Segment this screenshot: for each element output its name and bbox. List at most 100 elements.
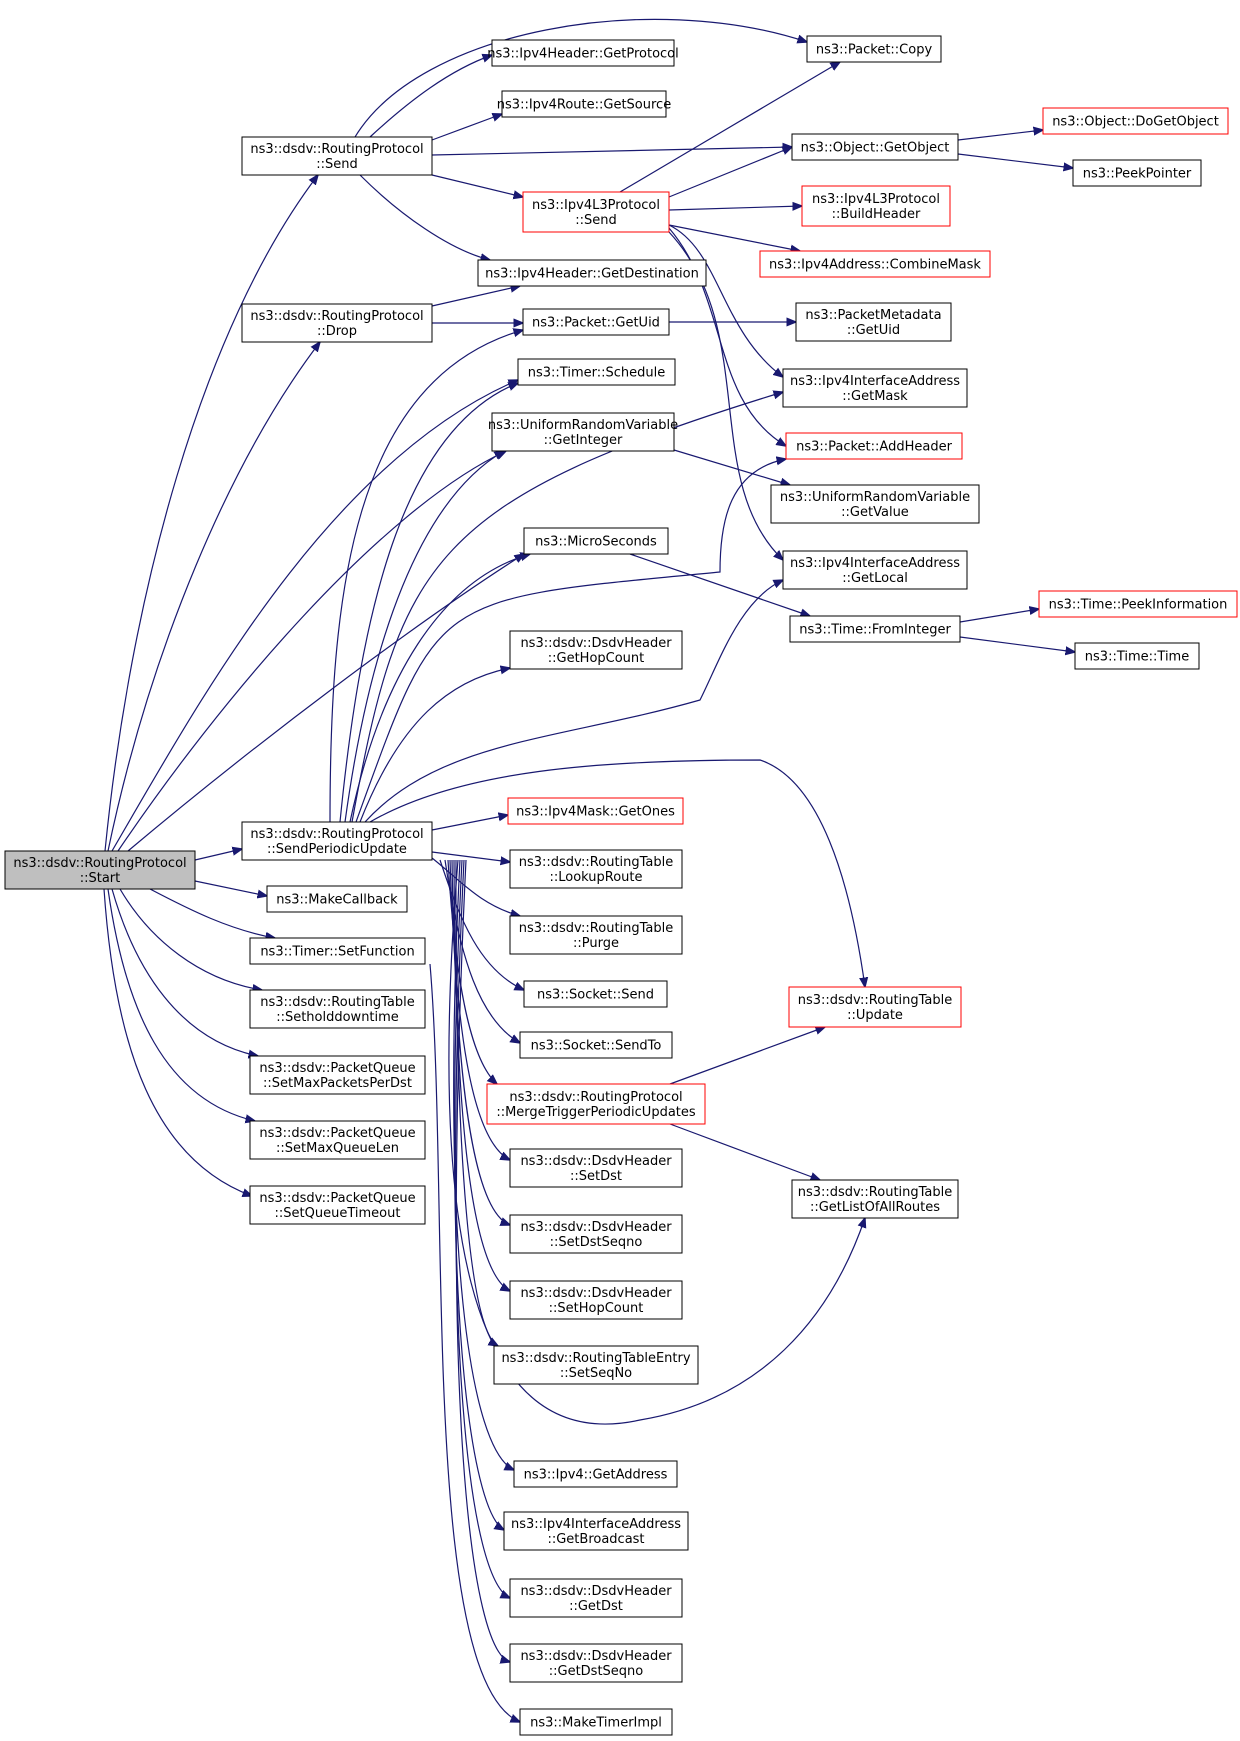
node-ipv4mask-ones[interactable]: ns3::Ipv4Mask::GetOnes <box>507 797 684 825</box>
node-rt-purge[interactable]: ns3::dsdv::RoutingTable::Purge <box>509 915 683 955</box>
node-label: ns3::Ipv4Route::GetSource <box>497 98 671 113</box>
node-box <box>477 259 707 287</box>
node-pkt-addhdr[interactable]: ns3::Packet::AddHeader <box>785 432 963 460</box>
node-rt-update[interactable]: ns3::dsdv::RoutingTable::Update <box>788 986 962 1028</box>
node-box <box>523 527 669 555</box>
edge-rp_spu-to-iia_getbcast <box>453 859 504 1530</box>
node-urv-getint[interactable]: ns3::UniformRandomVariable::GetInteger <box>488 412 678 452</box>
node-label: ns3::Ipv4InterfaceAddress <box>790 556 960 571</box>
node-time-time[interactable]: ns3::Time::Time <box>1074 642 1200 670</box>
node-box <box>509 1214 683 1254</box>
node-pq-qtimeout[interactable]: ns3::dsdv::PacketQueue::SetQueueTimeout <box>249 1185 426 1225</box>
node-label: ::Setholddowntime <box>276 1010 399 1025</box>
node-time-peekinfo[interactable]: ns3::Time::PeekInformation <box>1038 590 1238 618</box>
node-label: ::SetDstSeqno <box>550 1235 643 1250</box>
node-ipv4l3-send[interactable]: ns3::Ipv4L3Protocol::Send <box>522 191 670 233</box>
node-ipv4h-getdst[interactable]: ns3::Ipv4Header::GetDestination <box>477 259 707 287</box>
node-dh-gethop[interactable]: ns3::dsdv::DsdvHeader::GetHopCount <box>509 630 683 670</box>
node-box <box>509 1148 683 1188</box>
node-timer-setfn[interactable]: ns3::Timer::SetFunction <box>249 937 426 965</box>
node-start[interactable]: ns3::dsdv::RoutingProtocol::Start <box>4 850 196 890</box>
node-dh-getdst[interactable]: ns3::dsdv::DsdvHeader::GetDst <box>509 1578 683 1618</box>
edge-ipv4l3_send-to-obj_getobj <box>668 147 792 198</box>
node-box <box>241 136 433 176</box>
edge-ipv4l3_send-to-iia_getmask <box>668 224 783 377</box>
node-makecb[interactable]: ns3::MakeCallback <box>266 885 408 913</box>
node-box <box>789 615 961 643</box>
node-ipv4route-getsrc[interactable]: ns3::Ipv4Route::GetSource <box>497 90 671 118</box>
node-label: ns3::dsdv::RoutingProtocol <box>13 856 186 871</box>
node-label: ::SendPeriodicUpdate <box>267 842 407 857</box>
node-label: ::GetUid <box>847 323 900 338</box>
node-maketimerimpl[interactable]: ns3::MakeTimerImpl <box>519 1708 673 1736</box>
node-dh-sethop[interactable]: ns3::dsdv::DsdvHeader::SetHopCount <box>509 1280 683 1320</box>
node-pm-getuid[interactable]: ns3::PacketMetadata::GetUid <box>795 302 952 342</box>
node-label: ns3::MicroSeconds <box>535 535 657 550</box>
edge-rp_send-to-ipv4l3_send <box>431 174 523 197</box>
node-dh-getdstseq[interactable]: ns3::dsdv::DsdvHeader::GetDstSeqno <box>509 1643 683 1683</box>
node-box <box>241 303 433 343</box>
node-label: ns3::dsdv::DsdvHeader <box>520 1649 672 1664</box>
node-sock-sendto[interactable]: ns3::Socket::SendTo <box>519 1031 673 1059</box>
node-ipv4-getaddr[interactable]: ns3::Ipv4::GetAddress <box>513 1460 678 1488</box>
edge-start-to-urv_getint <box>117 451 506 852</box>
node-ipv4l3-buildhdr[interactable]: ns3::Ipv4L3Protocol::BuildHeader <box>801 185 951 227</box>
node-rt-getall[interactable]: ns3::dsdv::RoutingTable::GetListOfAllRou… <box>791 1179 959 1219</box>
node-iia-getbcast[interactable]: ns3::Ipv4InterfaceAddress::GetBroadcast <box>503 1511 689 1551</box>
node-pq-maxpkts[interactable]: ns3::dsdv::PacketQueue::SetMaxPacketsPer… <box>249 1055 426 1095</box>
node-sock-send[interactable]: ns3::Socket::Send <box>523 980 668 1008</box>
node-label: ns3::dsdv::PacketQueue <box>259 1126 415 1141</box>
edge-rp_spu-to-pkt_getuid <box>329 330 523 823</box>
node-rte-setseq[interactable]: ns3::dsdv::RoutingTableEntry::SetSeqNo <box>493 1345 699 1385</box>
node-iia-getlocal[interactable]: ns3::Ipv4InterfaceAddress::GetLocal <box>782 550 968 590</box>
node-pkt-getuid[interactable]: ns3::Packet::GetUid <box>522 308 670 336</box>
node-ipv4addr-combine[interactable]: ns3::Ipv4Address::CombineMask <box>759 250 991 278</box>
node-label: ns3::dsdv::RoutingProtocol <box>250 309 423 324</box>
node-pq-maxqlen[interactable]: ns3::dsdv::PacketQueue::SetMaxQueueLen <box>249 1120 426 1160</box>
node-box <box>523 980 668 1008</box>
node-peekptr[interactable]: ns3::PeekPointer <box>1072 159 1202 187</box>
node-ipv4h-getproto[interactable]: ns3::Ipv4Header::GetProtocol <box>487 39 679 67</box>
edge-ipv4l3_send-to-ipv4l3_buildhdr <box>668 206 802 210</box>
node-box <box>509 1643 683 1683</box>
node-box <box>788 986 962 1028</box>
node-rt-lookup[interactable]: ns3::dsdv::RoutingTable::LookupRoute <box>509 849 683 889</box>
node-box <box>785 432 963 460</box>
node-box <box>782 550 968 590</box>
node-rp-spu[interactable]: ns3::dsdv::RoutingProtocol::SendPeriodic… <box>241 821 433 861</box>
edge-rp_spu-to-rp_merge <box>447 859 497 1084</box>
node-label: ns3::dsdv::DsdvHeader <box>520 1286 672 1301</box>
edge-rp_merge-to-rt_update <box>669 1027 825 1085</box>
node-obj-dogetobj[interactable]: ns3::Object::DoGetObject <box>1042 107 1229 135</box>
node-label: ::MergeTriggerPeriodicUpdates <box>496 1105 696 1120</box>
edge-rp_spu-to-dh_getdst <box>454 859 510 1598</box>
edge-start-to-rt_sethold <box>119 888 262 990</box>
node-rp-drop[interactable]: ns3::dsdv::RoutingProtocol::Drop <box>241 303 433 343</box>
node-timer-sched[interactable]: ns3::Timer::Schedule <box>517 358 676 386</box>
node-box <box>249 1185 426 1225</box>
node-label: ::LookupRoute <box>549 870 642 885</box>
edge-ipv4l3_send-to-ipv4addr_combine <box>668 224 800 251</box>
node-rp-merge[interactable]: ns3::dsdv::RoutingProtocol::MergeTrigger… <box>486 1083 706 1125</box>
node-iia-getmask[interactable]: ns3::Ipv4InterfaceAddress::GetMask <box>782 368 968 408</box>
node-urv-getval[interactable]: ns3::UniformRandomVariable::GetValue <box>770 484 980 524</box>
edge-rp_spu-to-dh_gethop <box>359 668 510 823</box>
node-box <box>486 1083 706 1125</box>
edge-rp_spu-to-dh_setdst <box>449 859 510 1160</box>
edge-start-to-pq_maxpkts <box>111 888 258 1056</box>
node-label: ::GetInteger <box>544 433 623 448</box>
edge-start-to-microsec <box>127 554 524 852</box>
node-rt-sethold[interactable]: ns3::dsdv::RoutingTable::Setholddowntime <box>249 989 426 1029</box>
node-pkt-copy[interactable]: ns3::Packet::Copy <box>806 35 942 63</box>
node-label: ns3::MakeTimerImpl <box>530 1716 662 1731</box>
node-microsec[interactable]: ns3::MicroSeconds <box>523 527 669 555</box>
node-label: ::Drop <box>317 324 357 339</box>
node-rp-send[interactable]: ns3::dsdv::RoutingProtocol::Send <box>241 136 433 176</box>
node-dh-setdstseq[interactable]: ns3::dsdv::DsdvHeader::SetDstSeqno <box>509 1214 683 1254</box>
node-box <box>517 358 676 386</box>
node-dh-setdst[interactable]: ns3::dsdv::DsdvHeader::SetDst <box>509 1148 683 1188</box>
node-label: ::GetValue <box>841 505 909 520</box>
edge-rp_spu-to-microsec <box>349 554 530 823</box>
node-time-fromint[interactable]: ns3::Time::FromInteger <box>789 615 961 643</box>
node-obj-getobj[interactable]: ns3::Object::GetObject <box>791 133 959 161</box>
